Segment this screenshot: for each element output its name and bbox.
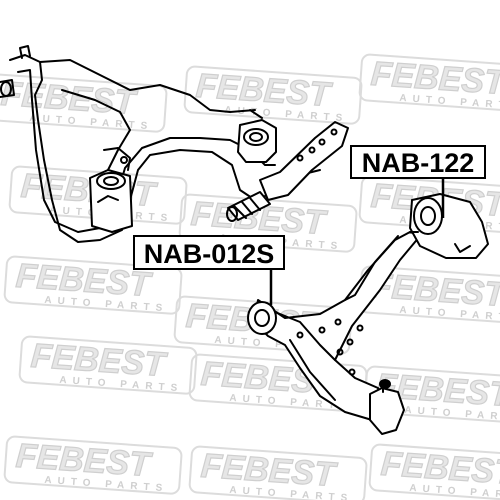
- subframe-drawing: [0, 45, 321, 243]
- watermark-brand: FEBEST: [370, 55, 500, 102]
- callout-nab-122: NAB-122: [350, 145, 486, 179]
- lateral-link-drawing: [226, 121, 349, 222]
- control-arm-drawing: [247, 193, 489, 435]
- watermark-brand: FEBEST: [200, 447, 340, 494]
- callout-leaders: [269, 178, 445, 305]
- callout-nab-012s: NAB-012S: [133, 235, 285, 270]
